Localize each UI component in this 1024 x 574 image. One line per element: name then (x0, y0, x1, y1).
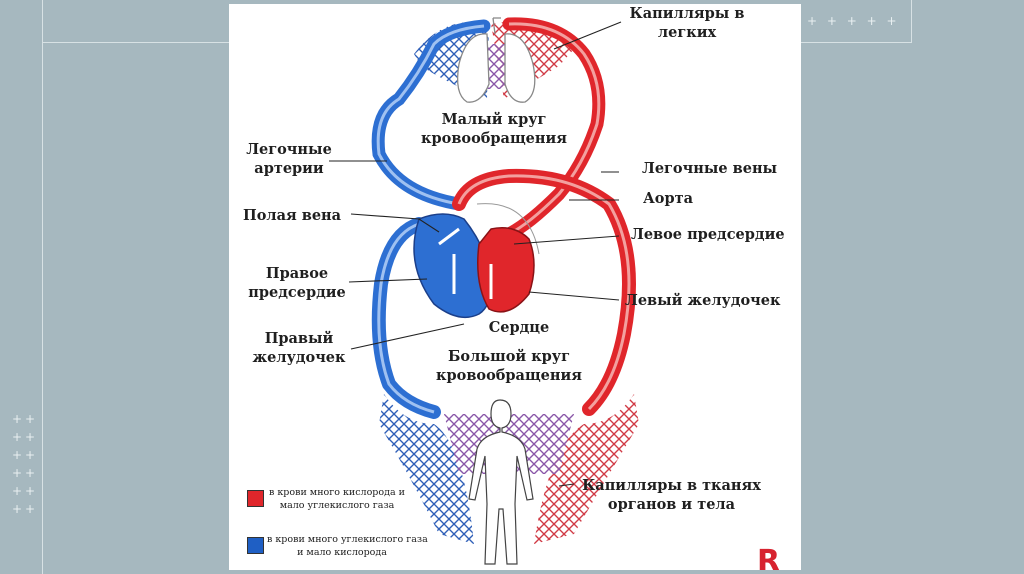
label-left-ventricle: Левый желудочек (625, 292, 781, 309)
lungs-icon (456, 17, 536, 103)
legend-swatch-deoxygenated (247, 537, 264, 554)
label-pulmonary-veins: Легочные вены (642, 160, 778, 177)
heart-icon (413, 203, 540, 319)
label-aorta: Аорта (643, 190, 693, 207)
right-frame-line (911, 0, 912, 42)
label-vena-cava: Полая вена (243, 207, 342, 224)
corner-logo: R (757, 544, 781, 570)
leader-lines (329, 21, 622, 487)
left-frame-line (42, 0, 43, 574)
label-heart: Сердце (488, 319, 550, 336)
plus-decoration-top: + + + + + (807, 14, 900, 28)
circulation-drawing (329, 17, 639, 565)
human-figure-icon (468, 399, 534, 565)
legend-swatch-oxygenated (247, 490, 264, 507)
label-left-atrium: Левое предсердие (631, 226, 785, 243)
plus-decoration-left: ++++++++++++ (12, 412, 39, 516)
